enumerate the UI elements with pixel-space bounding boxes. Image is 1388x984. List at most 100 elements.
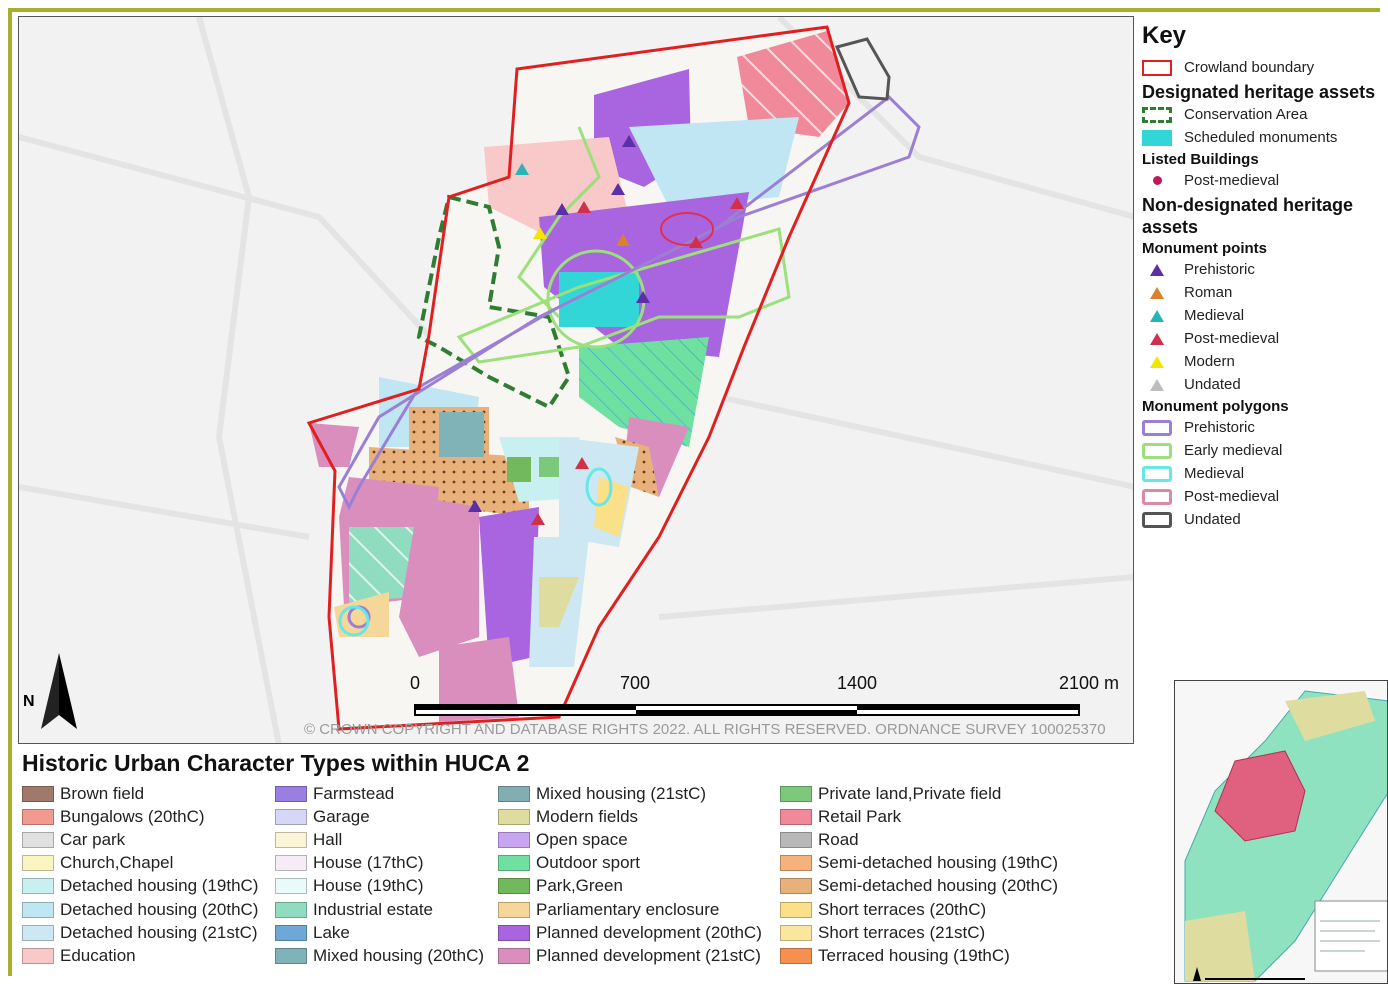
legend-swatch [780,831,812,848]
legend-swatch [498,878,530,895]
legend-swatch [22,924,54,941]
key-item-monument-point: Roman [1142,281,1386,304]
legend-swatch [780,808,812,825]
legend-item: Terraced housing (19thC) [780,944,1058,967]
legend-item: Road [780,828,1058,851]
main-map[interactable]: N 0 700 1400 2100 m © CROWN COPYRIGHT AN… [18,16,1134,744]
legend-item: Farmstead [275,782,484,805]
legend-swatch [22,855,54,872]
key-item-scheduled: Scheduled monuments [1142,126,1386,149]
key-item-monument-point: Medieval [1142,304,1386,327]
inset-overview-map[interactable] [1174,680,1388,984]
legend-swatch [275,878,307,895]
triangle-icon [1142,262,1172,278]
triangle-icon [1142,354,1172,370]
legend-item: Parliamentary enclosure [498,898,762,921]
legend-swatch [780,878,812,895]
boundary-swatch [1142,59,1172,76]
medieval-polygons [338,467,613,637]
map-key: Key Crowland boundary Designated heritag… [1142,22,1386,531]
key-item-monument-polygon: Prehistoric [1142,416,1386,439]
key-item-boundary: Crowland boundary [1142,56,1386,79]
north-label: N [23,693,35,710]
legend-swatch [780,901,812,918]
polygon-swatch [1142,465,1172,482]
character-types-legend: Historic Urban Character Types within HU… [22,750,1142,965]
legend-item: Semi-detached housing (19thC) [780,852,1058,875]
scale-label-700: 700 [620,673,651,693]
key-item-monument-polygon: Early medieval [1142,439,1386,462]
designated-heading: Designated heritage assets [1142,82,1376,102]
scale-label-2100: 2100 m [1059,673,1120,693]
legend-swatch [498,947,530,964]
legend-swatch [498,831,530,848]
legend-swatch [498,855,530,872]
key-item-monument-point: Prehistoric [1142,258,1386,281]
key-item-monument-polygon: Undated [1142,508,1386,531]
legend-item: Mixed housing (20thC) [275,944,484,967]
legend-item: House (17thC) [275,852,484,875]
legend-swatch [275,831,307,848]
legend-swatch [780,947,812,964]
legend-swatch [22,808,54,825]
legend-item: Hall [275,828,484,851]
legend-item: Detached housing (19thC) [22,875,258,898]
legend-item: Industrial estate [275,898,484,921]
copyright-notice: © CROWN COPYRIGHT AND DATABASE RIGHTS 20… [304,721,1106,738]
legend-item: Retail Park [780,805,1058,828]
legend-item: Education [22,944,258,967]
legend-item: House (19thC) [275,875,484,898]
legend-item: Outdoor sport [498,852,762,875]
legend-swatch [22,878,54,895]
legend-swatch [275,924,307,941]
legend-item: Brown field [22,782,258,805]
legend-swatch [22,901,54,918]
polygon-swatch [1142,511,1172,528]
legend-swatch [22,831,54,848]
crowland-boundary-line [306,25,851,731]
legend-item: Open space [498,828,762,851]
triangle-icon [1142,331,1172,347]
legend-swatch [780,924,812,941]
prehistoric-polygons [337,95,921,629]
post-medieval-polygons [660,212,714,246]
dot-icon [1142,173,1172,189]
legend-item: Semi-detached housing (20thC) [780,875,1058,898]
legend-swatch [22,947,54,964]
triangle-icon [1142,285,1172,301]
key-title: Key [1142,22,1187,49]
legend-title: Historic Urban Character Types within HU… [22,750,530,776]
legend-item: Planned development (20thC) [498,921,762,944]
key-item-monument-point: Post-medieval [1142,327,1386,350]
polygon-swatch [1142,442,1172,459]
legend-item: Modern fields [498,805,762,828]
scale-label-0: 0 [410,673,421,693]
legend-item: Short terraces (20thC) [780,898,1058,921]
legend-item: Bungalows (20thC) [22,805,258,828]
legend-item: Lake [275,921,484,944]
legend-swatch [498,808,530,825]
legend-swatch [498,785,530,802]
key-item-monument-point: Modern [1142,350,1386,373]
legend-item: Short terraces (21stC) [780,921,1058,944]
legend-swatch [780,855,812,872]
legend-swatch [275,808,307,825]
legend-item: Park,Green [498,875,762,898]
key-item-conservation: Conservation Area [1142,103,1386,126]
legend-item: Car park [22,828,258,851]
non-designated-heading: Non-designated heritage assets [1142,195,1354,237]
monument-points [468,135,744,525]
page-frame [8,8,1380,976]
legend-swatch [22,785,54,802]
legend-swatch [275,785,307,802]
scheduled-swatch [1142,129,1172,146]
scale-bar [414,704,1080,716]
legend-item: Detached housing (21stC) [22,921,258,944]
conservation-swatch [1142,106,1172,123]
polygon-swatch [1142,488,1172,505]
key-item-monument-point: Undated [1142,373,1386,396]
